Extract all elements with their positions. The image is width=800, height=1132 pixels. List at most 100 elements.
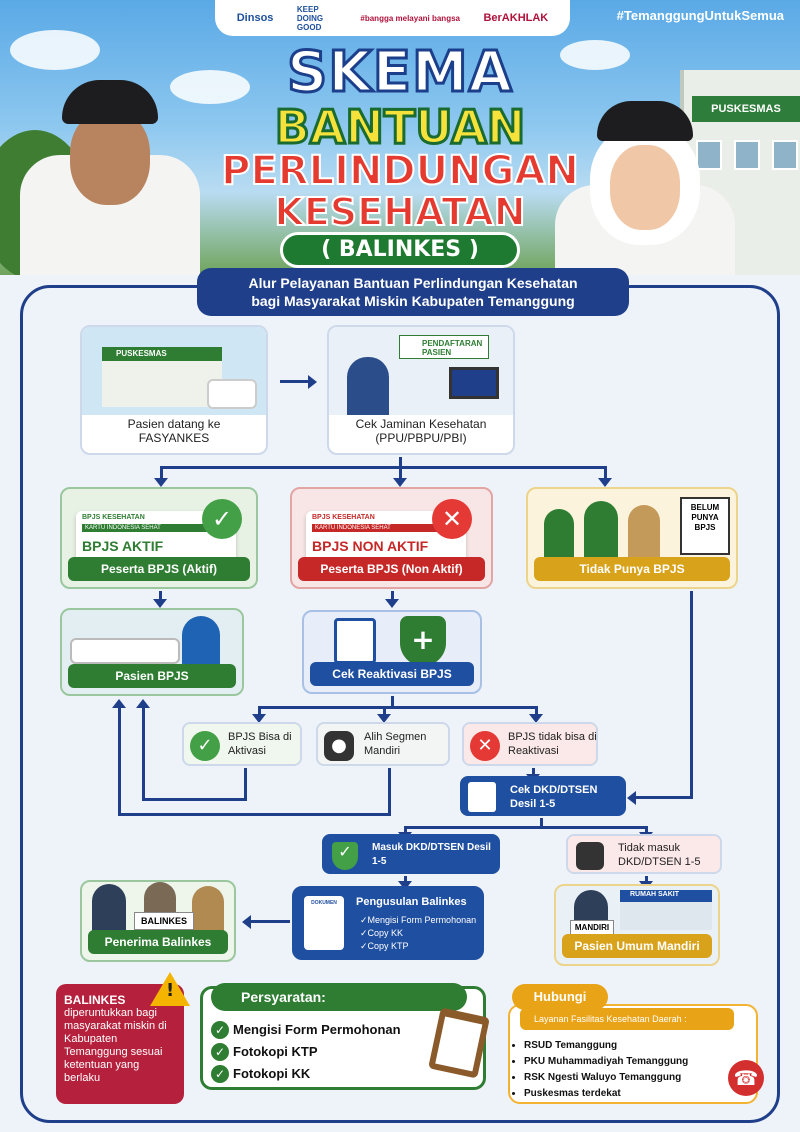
- official-cap: [597, 101, 693, 141]
- face: [70, 110, 150, 205]
- bangga-melayani-logo: #bangga melayani bangsa: [360, 13, 460, 23]
- connector: [690, 591, 693, 798]
- person-figure: [628, 505, 660, 561]
- connector: [532, 768, 535, 778]
- clipboard-icon: [468, 782, 496, 812]
- persyaratan-item-text: Mengisi Form Permohonan: [233, 1022, 401, 1037]
- warning-icon: !: [150, 972, 190, 1006]
- pengusulan-item: Copy KTP: [360, 940, 476, 953]
- berakhlak-logo: BerAKHLAK: [483, 12, 549, 24]
- computer-icon: [449, 367, 499, 399]
- connector: [142, 798, 247, 801]
- hospital-bed: [70, 638, 180, 664]
- connector: [535, 706, 538, 716]
- arrow-head: [398, 881, 412, 890]
- connector: [404, 826, 407, 834]
- bpjs-nonaktif-box: BPJS KESEHATAN KARTU INDONESIA SEHAT BPJ…: [290, 487, 493, 589]
- step-caption: Cek Jaminan Kesehatan (PPU/PBPU/PBI): [355, 417, 487, 445]
- persyaratan-item-text: Fotokopi KK: [233, 1066, 311, 1081]
- alih-segmen-box: ● Alih Segmen Mandiri: [316, 722, 450, 766]
- check-icon: ✓: [211, 1021, 229, 1039]
- person-figure: [584, 501, 618, 561]
- cek-dkd-label: Cek DKD/DTSEN Desil 1-5: [510, 784, 598, 810]
- hubungi-title: Hubungi: [512, 984, 608, 1010]
- pasien-umum-box: RUMAH SAKIT MANDIRI Pasien Umum Mandiri: [554, 884, 720, 966]
- registration-sign: PENDAFTARAN PASIEN: [399, 335, 489, 359]
- subtitle-line-2: bagi Masyarakat Miskin Kabupaten Temangg…: [251, 293, 575, 309]
- cloud: [10, 30, 100, 70]
- person-figure: [544, 509, 574, 561]
- check-icon: ✓: [211, 1043, 229, 1061]
- tidak-masuk-dkd-box: Tidak masuk DKD/DTSEN 1-5: [566, 834, 722, 874]
- cek-reaktivasi-label: Cek Reaktivasi BPJS: [310, 662, 474, 686]
- bpjs-card-sub: KARTU INDONESIA SEHAT: [82, 524, 230, 532]
- pengusulan-list: Mengisi Form Permohonan Copy KK Copy KTP: [360, 914, 477, 953]
- arrow-head: [529, 714, 543, 723]
- balinkes-card: BALINKES: [134, 912, 194, 930]
- bpjs-bisa-box: ✓ BPJS Bisa di Aktivasi: [182, 722, 302, 766]
- check-icon: ✓: [190, 731, 220, 761]
- shield-plus-icon: +: [400, 616, 446, 666]
- connector: [391, 696, 394, 708]
- persyaratan-item: ✓ Mengisi Form Permohonan: [211, 1019, 401, 1041]
- bpjs-card-head: BPJS KESEHATAN: [312, 514, 375, 521]
- shield-check-icon: ✓: [332, 842, 358, 870]
- alih-segmen-label: Alih Segmen Mandiri: [364, 731, 427, 757]
- tidak-masuk-label: Tidak masuk DKD/DTSEN 1-5: [618, 842, 701, 868]
- pengusulan-item: Copy KK: [360, 927, 476, 940]
- bpjs-aktif-label: Peserta BPJS (Aktif): [68, 557, 250, 581]
- flow-subtitle: Alur Pelayanan Bantuan Perlindungan Kese…: [197, 268, 629, 316]
- window: [696, 140, 722, 170]
- connector: [244, 768, 247, 800]
- pengusulan-box: DOKUMEN Pengusulan Balinkes Mengisi Form…: [292, 886, 484, 960]
- bpjs-tidak-bisa-box: ✕ BPJS tidak bisa di Reaktivasi: [462, 722, 598, 766]
- tidak-punya-label: Tidak Punya BPJS: [534, 557, 730, 581]
- connector: [388, 768, 391, 816]
- connector: [118, 706, 121, 816]
- pasien-bpjs-label: Pasien BPJS: [68, 664, 236, 688]
- connector: [635, 796, 693, 799]
- persyaratan-item: ✓Fotokopi KTP: [211, 1041, 401, 1063]
- keep-doing-good-logo: KEEP DOING GOOD: [296, 4, 324, 32]
- title-line-5: ( BALINKES ): [280, 232, 520, 268]
- title-line-1: SKEMA: [285, 39, 514, 107]
- user-x-icon: [576, 842, 604, 870]
- clipboard-icon: [334, 618, 376, 664]
- hashtag: #TemanggungUntukSemua: [616, 8, 784, 23]
- persyaratan-item: ✓Fotokopi KK: [211, 1063, 401, 1085]
- official-right: [555, 55, 735, 275]
- bpjs-card-status: BPJS NON AKTIF: [312, 538, 429, 554]
- step-cek-jaminan: PENDAFTARAN PASIEN Cek Jaminan Kesehatan…: [327, 325, 515, 455]
- hospital-building: [620, 890, 712, 930]
- ambulance-icon: [207, 379, 257, 409]
- arrow-head: [242, 915, 251, 929]
- bpjs-bisa-label: BPJS Bisa di Aktivasi: [228, 731, 292, 757]
- hubungi-list: RSUD Temanggung PKU Muhammadiyah Temangg…: [524, 1038, 688, 1102]
- face: [610, 145, 680, 230]
- connector: [383, 706, 386, 716]
- check-icon: ✓: [202, 499, 242, 539]
- arrow-head: [252, 714, 266, 723]
- connector: [160, 466, 163, 480]
- bpjs-nonaktif-label: Peserta BPJS (Non Aktif): [298, 557, 485, 581]
- building-sign: PUSKESMAS: [692, 96, 800, 122]
- belum-punya-sign: BELUM PUNYA BPJS: [680, 497, 730, 555]
- subtitle-line-1: Alur Pelayanan Bantuan Perlindungan Kese…: [248, 275, 578, 291]
- document-icon: DOKUMEN: [304, 896, 344, 950]
- title-line-3: PERLINDUNGAN: [220, 147, 580, 195]
- bpjs-card-sub: KARTU INDONESIA SEHAT: [312, 524, 460, 532]
- window: [734, 140, 760, 170]
- persyaratan-list: ✓ Mengisi Form Permohonan ✓Fotokopi KTP ✓…: [211, 1019, 401, 1085]
- bpjs-card-head: BPJS KESEHATAN: [82, 514, 145, 521]
- title-line-4: KESEHATAN: [273, 189, 526, 235]
- official-left: [20, 40, 200, 275]
- cek-reaktivasi-box: + Cek Reaktivasi BPJS: [302, 610, 482, 694]
- pengusulan-title: Pengusulan Balinkes: [356, 896, 467, 908]
- cloud: [560, 40, 630, 70]
- x-icon: ✕: [470, 731, 500, 761]
- connector: [399, 457, 402, 467]
- connector: [258, 706, 538, 709]
- header-banner: PUSKESMAS Dinsos KEEP DOING GOOD #bangga…: [0, 0, 800, 275]
- arrow-head: [154, 478, 168, 487]
